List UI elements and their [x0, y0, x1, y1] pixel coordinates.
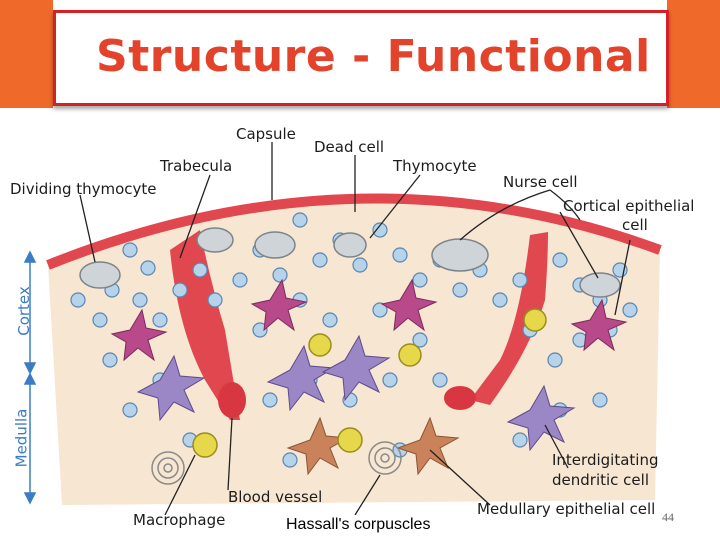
nurse-cells — [79, 227, 621, 298]
hassalls-corpuscles — [151, 441, 402, 485]
trabecula-right — [470, 232, 548, 405]
label-dead-cell: Dead cell — [314, 138, 385, 156]
left-accent-bar — [0, 0, 53, 108]
region-axis — [23, 250, 37, 505]
medullary-epithelial-cells — [286, 416, 460, 476]
right-accent-bar — [667, 0, 720, 108]
epithelial-cells — [110, 278, 628, 362]
label-pointers — [79, 142, 631, 515]
label-interdigitating: Interdigitating — [552, 451, 659, 469]
blood-vessel-left — [218, 382, 246, 418]
title-box: Structure - Functional — [53, 10, 669, 106]
caption-hassalls-corpuscles: Hassall's corpuscles — [286, 516, 431, 533]
label-macrophage: Macrophage — [133, 511, 226, 529]
label-trabecula: Trabecula — [160, 157, 233, 175]
label-dividing-thymocyte: Dividing thymocyte — [10, 180, 157, 198]
label-dendritic-cell: dendritic cell — [552, 471, 649, 489]
label-nurse-cell: Nurse cell — [503, 173, 578, 191]
page-number: 44 — [662, 510, 674, 524]
dendritic-cells — [136, 334, 576, 452]
trabecula-left — [170, 230, 240, 420]
thymus-diagram — [23, 142, 662, 515]
capsule — [46, 193, 662, 270]
label-medulla: Medulla — [12, 408, 31, 468]
label-cortex: Cortex — [14, 286, 33, 336]
label-cortical-epithelial-cell: cell — [622, 216, 648, 234]
label-capsule: Capsule — [236, 125, 296, 143]
label-blood-vessel: Blood vessel — [228, 488, 323, 506]
blood-vessel-right — [444, 386, 476, 410]
label-medullary-epithelial-cell: Medullary epithelial cell — [477, 500, 656, 518]
label-thymocyte: Thymocyte — [393, 157, 477, 175]
macrophages — [192, 308, 547, 458]
label-cortical-epithelial: Cortical epithelial — [563, 197, 695, 215]
slide-title: Structure - Functional — [96, 31, 651, 82]
